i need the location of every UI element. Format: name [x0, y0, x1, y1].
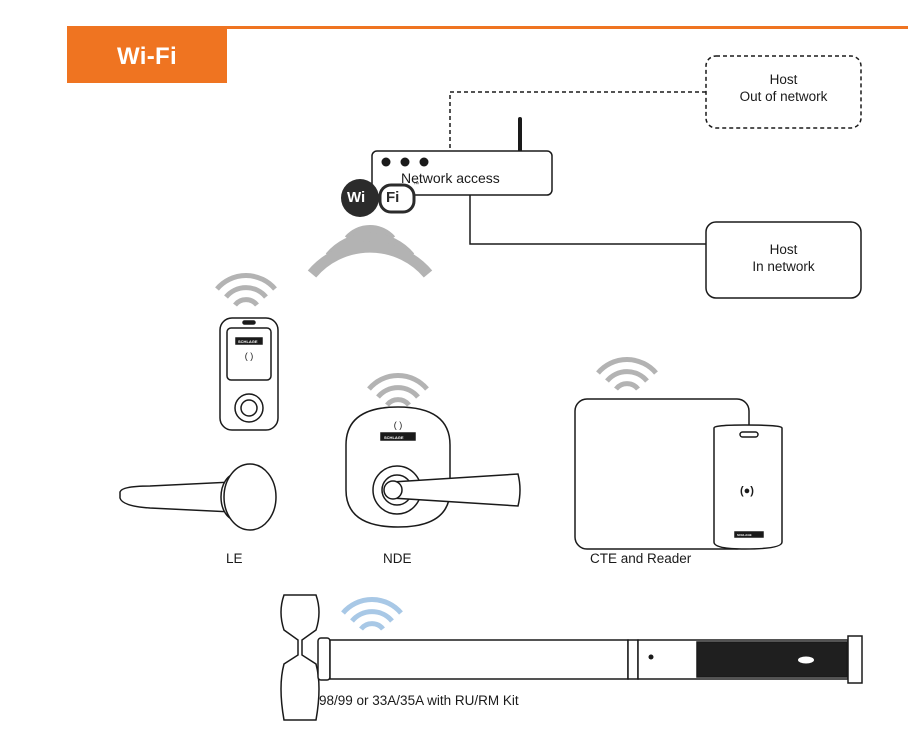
wifi-badge-right-text: Fi — [386, 189, 400, 206]
le-wifi-waves-icon — [215, 273, 277, 307]
cte-label: CTE and Reader — [590, 551, 692, 566]
nde-lock-housing — [345, 406, 521, 528]
reader-nfc-symbol: (●) — [740, 485, 754, 497]
nde-brand-mark: SCHLAGE — [384, 435, 404, 440]
out-of-network-dashed-link — [449, 91, 706, 155]
router-led-1 — [381, 157, 391, 167]
router-led-2 — [400, 157, 410, 167]
host-out-of-network-subtitle: Out of network — [739, 89, 828, 104]
router-wifi-waves-icon — [307, 225, 433, 278]
exit-wifi-waves-icon — [341, 597, 403, 631]
le-lever — [119, 463, 277, 531]
reader-brand-mark: SCHLAGE — [737, 533, 752, 537]
cte-wifi-waves-icon — [596, 357, 658, 391]
host-in-network-title: Host — [769, 242, 798, 257]
reader-device — [713, 424, 783, 550]
le-label: LE — [226, 551, 243, 566]
wifi-logo-icon — [341, 179, 416, 217]
host-out-of-network-box — [705, 55, 862, 129]
exit-device-label: 98/99 or 33A/35A with RU/RM Kit — [319, 693, 519, 708]
header-rule — [67, 26, 908, 29]
router-label: Network access — [401, 170, 500, 186]
router-led-3 — [419, 157, 429, 167]
wifi-badge-left-text: Wi — [347, 189, 366, 206]
host-in-network-box — [705, 221, 862, 299]
nde-label: NDE — [383, 551, 412, 566]
le-brand-mark: SCHLAGE — [238, 339, 258, 344]
nde-nfc-symbol: ( ) — [394, 420, 403, 430]
le-nfc-symbol: ( ) — [245, 351, 254, 361]
host-out-of-network-title: Host — [769, 72, 798, 87]
wifi-trademark: ™ — [413, 182, 419, 188]
page-title: Wi-Fi — [67, 26, 227, 83]
in-network-link — [469, 195, 706, 245]
le-lock-housing — [219, 317, 279, 431]
router-box — [371, 150, 553, 196]
exit-device-bar — [280, 594, 863, 721]
nde-wifi-waves-icon — [367, 373, 429, 407]
host-in-network-subtitle: In network — [752, 259, 815, 274]
